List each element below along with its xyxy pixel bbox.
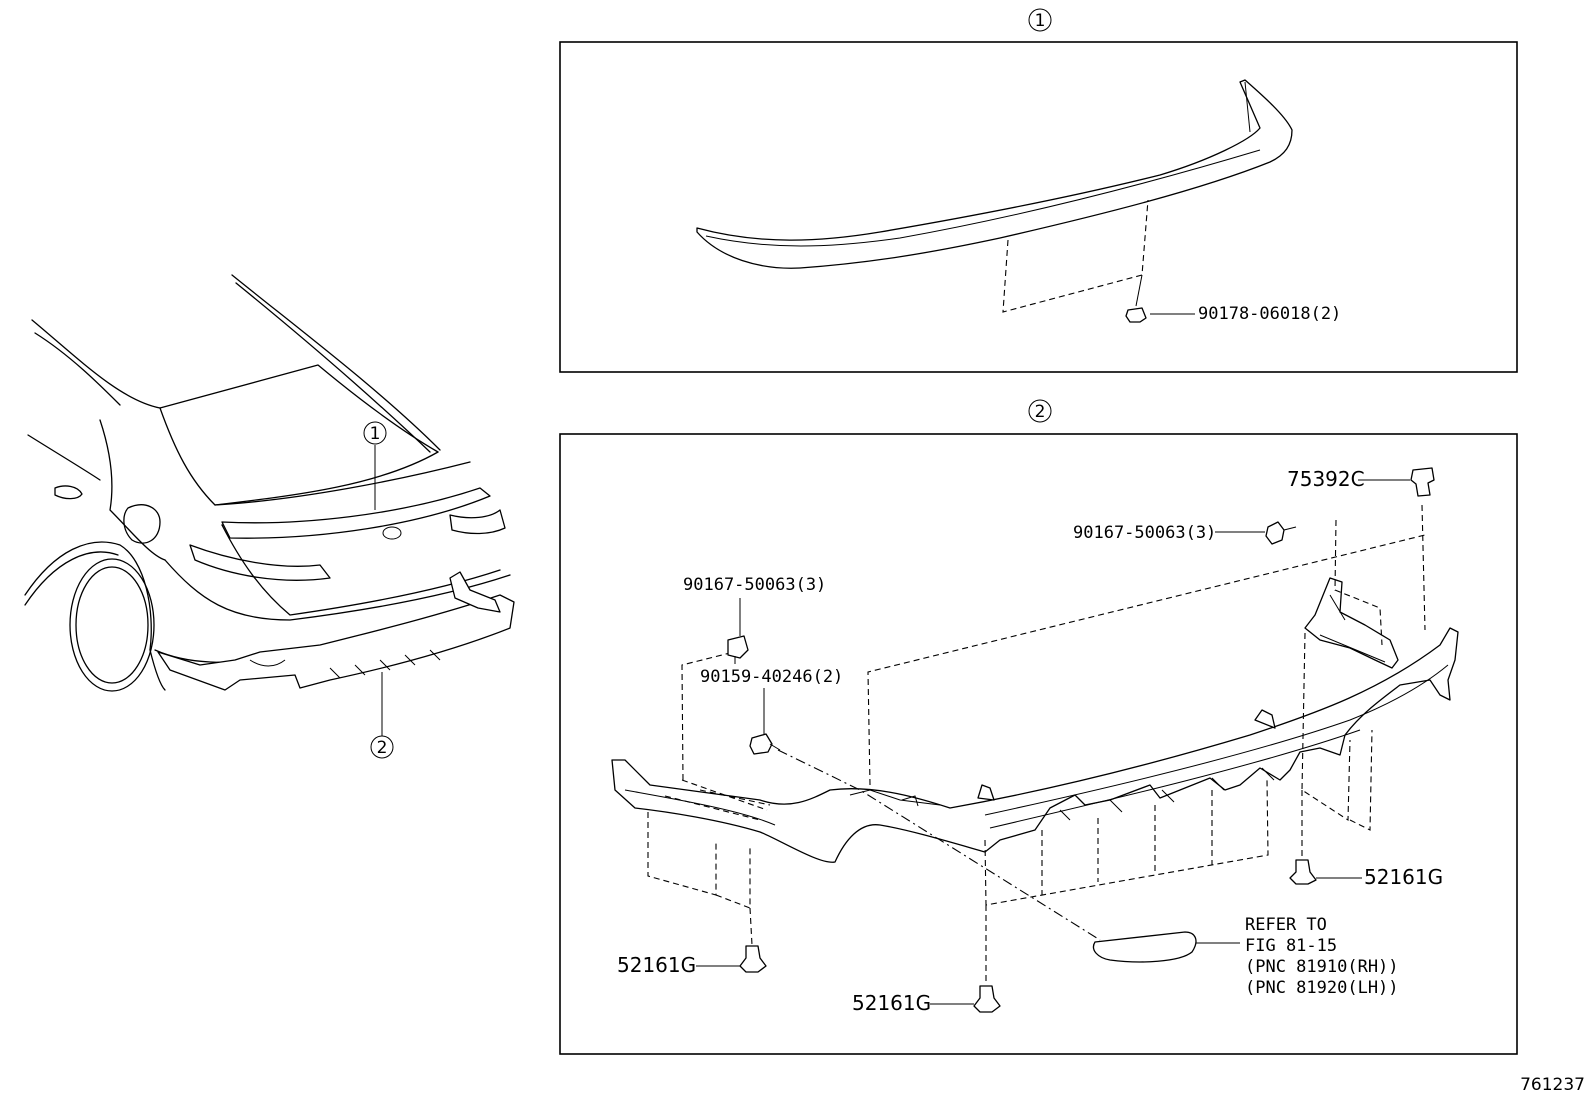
spoiler-clip bbox=[1125, 307, 1147, 323]
rear-diffuser bbox=[611, 627, 1459, 863]
refer-note-line-4: (PNC 81920(LH)) bbox=[1245, 978, 1399, 998]
clip-52161g-right bbox=[1289, 859, 1317, 885]
panel-2-rear-diffuser: 2 90167- bbox=[559, 399, 1518, 1055]
clip-52161g-left bbox=[739, 945, 767, 973]
panel-1-frame bbox=[559, 41, 1518, 373]
clip-75392c bbox=[1410, 467, 1435, 497]
car-callout-2: 2 bbox=[377, 738, 388, 758]
diffuser-bracket bbox=[1304, 577, 1399, 669]
clip-52161g-center bbox=[973, 985, 1001, 1013]
car-overview-illustration: 1 2 bbox=[24, 274, 515, 759]
sheet-number: 761237 bbox=[1520, 1075, 1585, 1095]
car-callout-1: 1 bbox=[370, 424, 381, 444]
screw-right bbox=[1265, 521, 1285, 545]
panel-1-marker: 1 bbox=[1035, 11, 1046, 31]
label-screw-right: 90167-50063(3) bbox=[1073, 523, 1216, 543]
label-75392c: 75392C bbox=[1287, 467, 1365, 491]
refer-note-line-3: (PNC 81910(RH)) bbox=[1245, 957, 1399, 977]
panel-2-marker: 2 bbox=[1035, 402, 1046, 422]
refer-note-line-2: FIG 81-15 bbox=[1245, 936, 1337, 956]
label-52161g-center: 52161G bbox=[852, 991, 931, 1015]
reflector bbox=[1092, 931, 1197, 963]
bolt-90159 bbox=[749, 733, 773, 755]
rear-spoiler bbox=[696, 79, 1293, 269]
refer-note-line-1: REFER TO bbox=[1245, 915, 1327, 935]
panel-1-rear-spoiler: 1 90178-06018(2) bbox=[559, 8, 1518, 373]
label-bolt-90159: 90159-40246(2) bbox=[700, 667, 843, 687]
label-52161g-left: 52161G bbox=[617, 953, 696, 977]
label-52161g-right: 52161G bbox=[1364, 865, 1443, 889]
panel-2-frame bbox=[559, 433, 1518, 1055]
label-90178-06018: 90178-06018(2) bbox=[1198, 304, 1341, 324]
screw-left bbox=[727, 635, 749, 659]
label-screw-left: 90167-50063(3) bbox=[683, 575, 826, 595]
